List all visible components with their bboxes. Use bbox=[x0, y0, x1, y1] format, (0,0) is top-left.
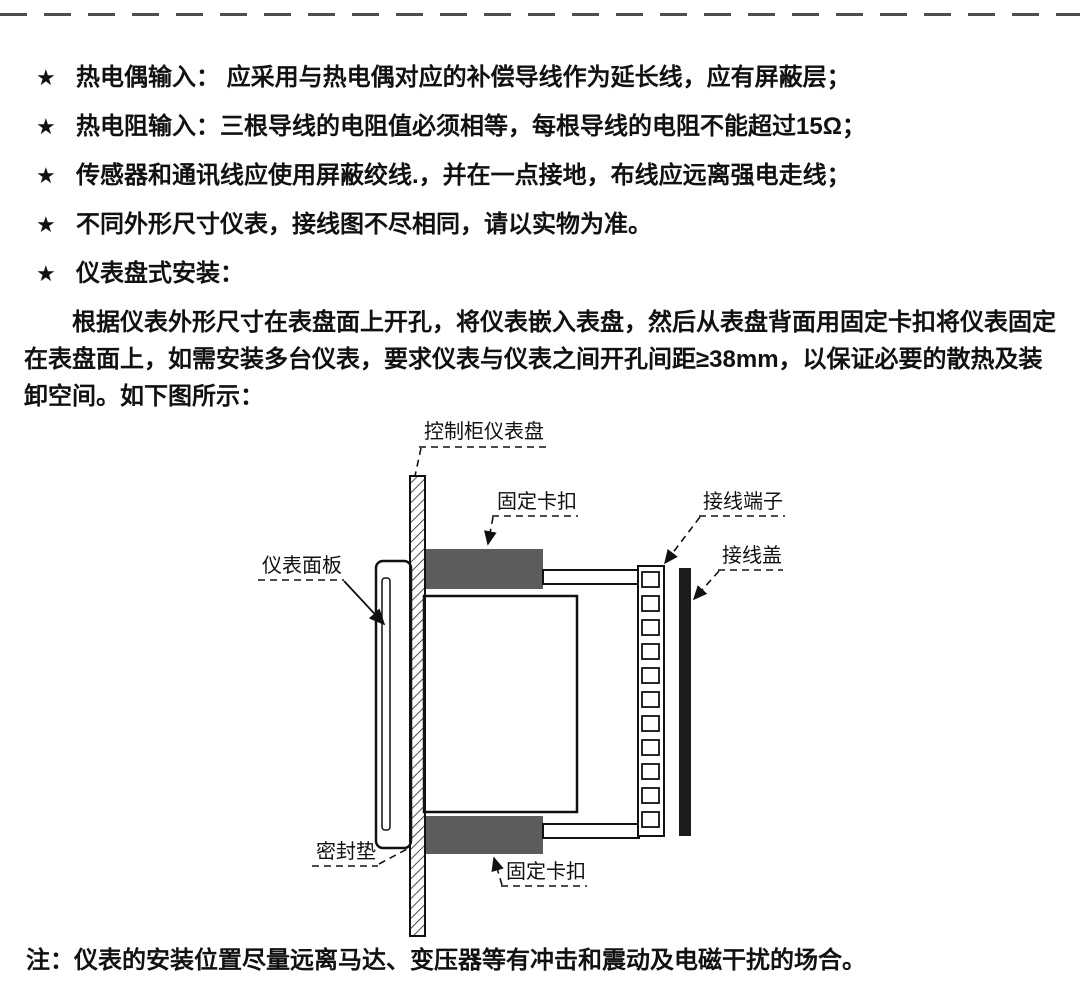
label-text: 固定卡扣 bbox=[497, 490, 577, 513]
label-text: 仪表面板 bbox=[262, 554, 342, 577]
terminal-cover-bar bbox=[679, 568, 691, 836]
leader-line bbox=[414, 447, 422, 477]
label-sealing-gasket: 密封垫 bbox=[312, 840, 410, 867]
bullet-text: 热电阻输入：三根导线的电阻值必须相等，每根导线的电阻不能超过15Ω； bbox=[76, 113, 866, 140]
bullet-list: ★ 热电偶输入： 应采用与热电偶对应的补偿导线作为延长线，应有屏蔽层； ★ 热电… bbox=[36, 62, 1066, 307]
bullet-text: 热电偶输入： 应采用与热电偶对应的补偿导线作为延长线，应有屏蔽层； bbox=[76, 64, 851, 91]
leader-line bbox=[378, 847, 410, 865]
bullet-text: 传感器和通讯线应使用屏蔽绞线.，并在一点接地，布线应远离强电走线； bbox=[76, 162, 851, 189]
instrument-body bbox=[422, 594, 579, 814]
bullet-text: 仪表盘式安装： bbox=[76, 260, 244, 287]
leader-line bbox=[692, 570, 720, 601]
label-wiring-cover: 接线盖 bbox=[692, 544, 783, 601]
page-top-dashed-rule bbox=[0, 13, 1080, 16]
label-text: 控制柜仪表盘 bbox=[424, 420, 544, 443]
bullet-item-thermocouple: ★ 热电偶输入： 应采用与热电偶对应的补偿导线作为延长线，应有屏蔽层； bbox=[36, 62, 1066, 94]
leader-line bbox=[491, 856, 504, 886]
label-text: 密封垫 bbox=[316, 840, 376, 863]
footer-note: 注：仪表的安装位置尽量远离马达、变压器等有冲击和震动及电磁干扰的场合。 bbox=[26, 947, 866, 974]
installation-diagram: 控制柜仪表盘 固定卡扣 接线端子 接线盖 bbox=[0, 418, 1080, 940]
installation-paragraph: 根据仪表外形尺寸在表盘面上开孔，将仪表嵌入表盘，然后从表盘背面用固定卡扣将仪表固… bbox=[24, 309, 1056, 410]
label-text: 接线盖 bbox=[722, 544, 782, 567]
bezel-inner-edge bbox=[381, 577, 391, 831]
fixing-clip-bottom bbox=[425, 816, 543, 854]
bullet-item-dimensions: ★ 不同外形尺寸仪表，接线图不尽相同，请以实物为准。 bbox=[36, 209, 1066, 241]
label-wiring-terminal: 接线端子 bbox=[664, 490, 785, 565]
bullet-text: 不同外形尺寸仪表，接线图不尽相同，请以实物为准。 bbox=[76, 211, 652, 238]
leader-line bbox=[664, 516, 701, 565]
star-marker: ★ bbox=[36, 163, 56, 188]
label-fixing-clip-bottom: 固定卡扣 bbox=[491, 856, 587, 887]
label-text: 固定卡扣 bbox=[506, 860, 586, 883]
label-instrument-front-panel: 仪表面板 bbox=[258, 554, 386, 626]
fixing-clip-top bbox=[425, 549, 543, 589]
slide-rail-top bbox=[542, 569, 640, 585]
star-marker: ★ bbox=[36, 114, 56, 139]
star-marker: ★ bbox=[36, 261, 56, 286]
panel-mount-diagram-svg: 控制柜仪表盘 固定卡扣 接线端子 接线盖 bbox=[258, 420, 785, 937]
label-text: 接线端子 bbox=[703, 490, 783, 513]
bullet-item-panel-mount: ★ 仪表盘式安装： bbox=[36, 258, 1066, 290]
star-marker: ★ bbox=[36, 65, 56, 90]
bullet-item-rtd: ★ 热电阻输入：三根导线的电阻值必须相等，每根导线的电阻不能超过15Ω； bbox=[36, 111, 1066, 143]
label-control-cabinet-panel: 控制柜仪表盘 bbox=[414, 420, 548, 477]
bullet-item-sensor-wiring: ★ 传感器和通讯线应使用屏蔽绞线.，并在一点接地，布线应远离强电走线； bbox=[36, 160, 1066, 192]
leader-line bbox=[484, 516, 497, 546]
label-fixing-clip-top: 固定卡扣 bbox=[484, 490, 578, 546]
mounting-panel-hatched bbox=[409, 475, 426, 937]
star-marker: ★ bbox=[36, 212, 56, 237]
slide-rail-bottom bbox=[542, 823, 640, 839]
leader-arrow bbox=[343, 580, 386, 626]
terminal-screws bbox=[641, 571, 660, 828]
